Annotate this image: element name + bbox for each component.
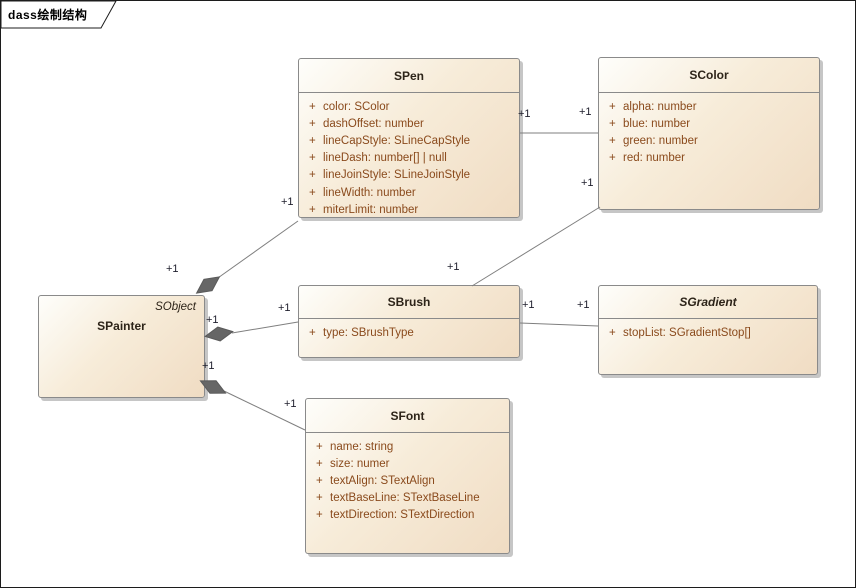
multiplicity-label: +1 (278, 302, 291, 314)
visibility-marker: + (316, 440, 323, 453)
attribute-text: lineCapStyle: SLineCapStyle (323, 134, 471, 147)
class-title: SPainter (97, 319, 146, 333)
attribute-row: + textBaseLine: STextBaseLine (306, 490, 509, 507)
attribute-row: + type: SBrushType (299, 324, 519, 341)
attribute-compartment: + alpha: number + blue: number + green: … (599, 93, 819, 167)
multiplicity-label: +1 (206, 314, 219, 326)
class-title: SColor (599, 58, 819, 93)
visibility-marker: + (309, 326, 316, 339)
visibility-marker: + (316, 509, 323, 522)
connector-sbrush-scolor[interactable] (471, 206, 601, 287)
visibility-marker: + (309, 203, 316, 216)
attribute-compartment: + stopList: SGradientStop[] (599, 319, 817, 341)
connector-spainter-sfont[interactable] (223, 390, 306, 431)
attribute-row: + blue: number (599, 115, 819, 132)
class-box-scolor[interactable]: SColor + alpha: number + blue: number + … (598, 57, 820, 210)
visibility-marker: + (316, 474, 323, 487)
class-title: SGradient (599, 286, 817, 319)
connector-spainter-spen[interactable] (207, 220, 299, 286)
attribute-row: + dashOffset: number (299, 115, 519, 132)
attribute-text: textBaseLine: STextBaseLine (330, 492, 480, 505)
class-box-sbrush[interactable]: SBrush + type: SBrushType (298, 285, 520, 358)
visibility-marker: + (309, 100, 316, 113)
composition-diamond-sfont (199, 380, 227, 394)
connector-sbrush-sgradient[interactable] (519, 322, 599, 327)
attribute-text: alpha: number (623, 100, 697, 113)
attribute-row: + color: SColor (299, 98, 519, 115)
multiplicity-label: +1 (518, 108, 531, 120)
attribute-row: + name: string (306, 438, 509, 455)
attribute-row: + miterLimit: number (299, 201, 519, 218)
attribute-text: miterLimit: number (323, 203, 419, 216)
multiplicity-label: +1 (579, 106, 592, 118)
class-box-sfont[interactable]: SFont + name: string + size: numer + tex… (305, 398, 510, 554)
visibility-marker: + (309, 134, 316, 147)
multiplicity-label: +1 (284, 398, 297, 410)
attribute-text: dashOffset: number (323, 117, 424, 130)
multiplicity-label: +1 (522, 299, 535, 311)
multiplicity-label: +1 (281, 196, 294, 208)
attribute-text: lineWidth: number (323, 186, 416, 199)
attribute-text: lineJoinStyle: SLineJoinStyle (323, 169, 471, 182)
attribute-row: + lineCapStyle: SLineCapStyle (299, 132, 519, 149)
visibility-marker: + (609, 117, 616, 130)
frame-tab-shape (0, 0, 117, 29)
attribute-row: + textDirection: STextDirection (306, 507, 509, 524)
attribute-text: green: number (623, 134, 698, 147)
visibility-marker: + (309, 169, 316, 182)
class-box-spainter[interactable]: SObject SPainter (38, 295, 205, 398)
attribute-row: + lineWidth: number (299, 184, 519, 201)
attribute-row: + textAlign: STextAlign (306, 472, 509, 489)
connector-spainter-sbrush[interactable] (231, 321, 299, 334)
visibility-marker: + (609, 134, 616, 147)
attribute-text: color: SColor (323, 100, 390, 113)
attribute-text: name: string (330, 440, 394, 453)
attribute-text: lineDash: number[] | null (323, 152, 447, 165)
attribute-compartment: + name: string + size: numer + textAlign… (306, 433, 509, 524)
visibility-marker: + (609, 326, 616, 339)
multiplicity-label: +1 (581, 177, 594, 189)
composition-diamond-spen (195, 276, 221, 294)
multiplicity-label: +1 (166, 263, 179, 275)
attribute-text: textAlign: STextAlign (330, 474, 435, 487)
attribute-row: + green: number (599, 132, 819, 149)
attribute-row: + red: number (599, 150, 819, 167)
attribute-compartment: + type: SBrushType (299, 319, 519, 341)
attribute-row: + stopList: SGradientStop[] (599, 324, 817, 341)
class-title: SFont (306, 399, 509, 433)
class-box-sgradient[interactable]: SGradient + stopList: SGradientStop[] (598, 285, 818, 375)
visibility-marker: + (309, 117, 316, 130)
attribute-text: textDirection: STextDirection (330, 509, 475, 522)
composition-diamond-sbrush (204, 326, 234, 342)
attribute-text: red: number (623, 152, 686, 165)
attribute-row: + lineDash: number[] | null (299, 150, 519, 167)
attribute-compartment: + color: SColor + dashOffset: number + l… (299, 93, 519, 218)
visibility-marker: + (609, 152, 616, 165)
visibility-marker: + (309, 152, 316, 165)
multiplicity-label: +1 (202, 360, 215, 372)
visibility-marker: + (316, 457, 323, 470)
attribute-row: + alpha: number (599, 98, 819, 115)
attribute-text: size: numer (330, 457, 390, 470)
visibility-marker: + (609, 100, 616, 113)
attribute-row: + lineJoinStyle: SLineJoinStyle (299, 167, 519, 184)
frame-title: dass绘制结构 (8, 8, 88, 22)
visibility-marker: + (309, 186, 316, 199)
attribute-text: blue: number (623, 117, 691, 130)
stereotype-label: SObject (155, 301, 196, 313)
multiplicity-label: +1 (577, 299, 590, 311)
attribute-text: stopList: SGradientStop[] (623, 326, 751, 339)
class-title: SBrush (299, 286, 519, 319)
multiplicity-label: +1 (447, 261, 460, 273)
class-title: SPen (299, 59, 519, 93)
class-box-spen[interactable]: SPen + color: SColor + dashOffset: numbe… (298, 58, 520, 218)
attribute-text: type: SBrushType (323, 326, 414, 339)
visibility-marker: + (316, 492, 323, 505)
attribute-row: + size: numer (306, 455, 509, 472)
